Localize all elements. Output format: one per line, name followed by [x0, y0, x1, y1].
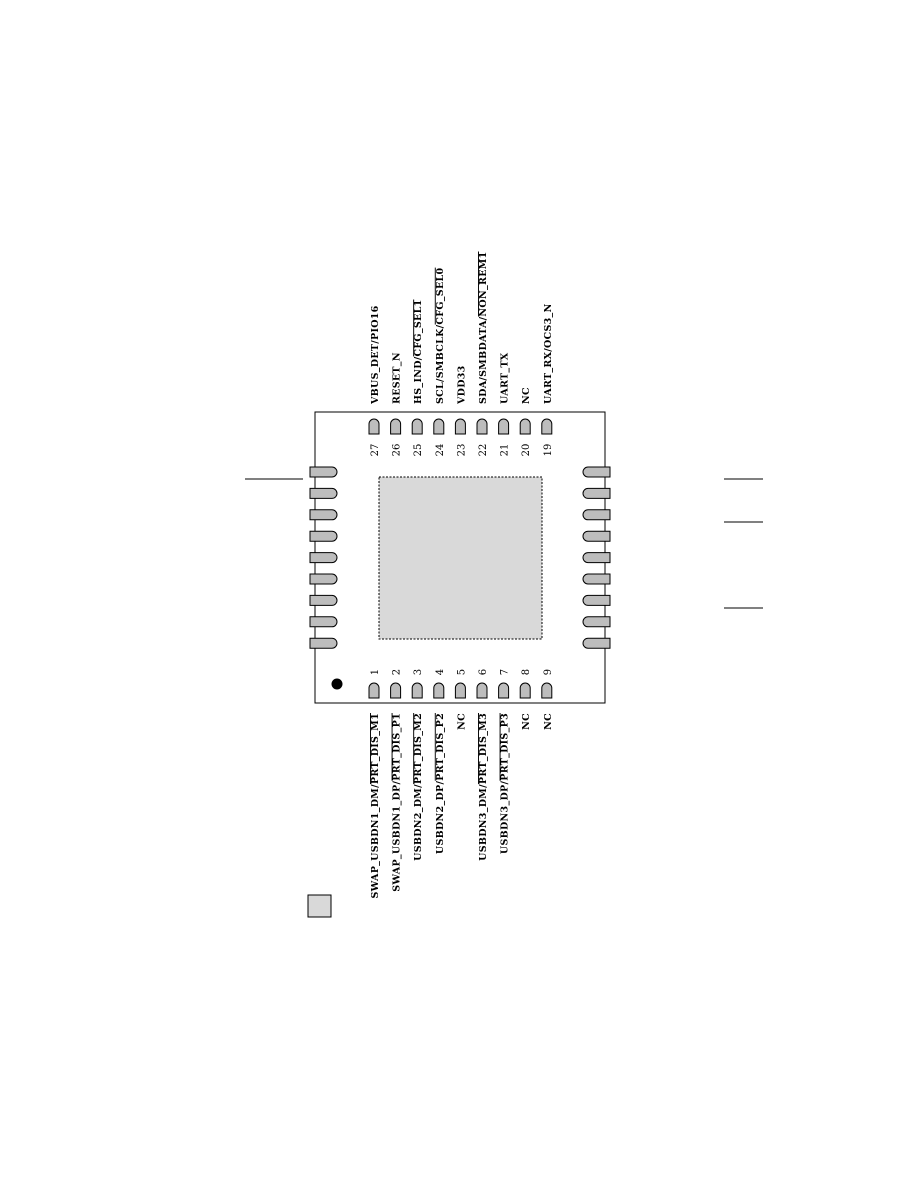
- pin-number: 20: [521, 444, 532, 457]
- pin-number: 5: [456, 669, 467, 675]
- bottom-pin-pad: [390, 682, 402, 699]
- bottom-pin-pad: [411, 682, 423, 699]
- right-pin-pad: [582, 552, 611, 564]
- pin-label: RESET_N: [392, 352, 403, 404]
- right-pin-pad: [582, 509, 611, 521]
- top-pin-pad: [433, 418, 445, 435]
- pin-label: USBDN3_DP/PRT_DIS_P3: [500, 713, 511, 854]
- pin-label: NC: [456, 713, 467, 730]
- pin-number: 24: [435, 444, 446, 457]
- pin-number: 22: [478, 444, 489, 457]
- right-pin-pad: [582, 466, 611, 478]
- right-pin-pad: [582, 487, 611, 499]
- pin-number: 3: [413, 669, 424, 675]
- pin-label: NC: [543, 713, 554, 730]
- pin-number: 19: [543, 444, 554, 457]
- left-pin-pad: [309, 466, 338, 478]
- left-pin-group: [309, 466, 338, 649]
- pin-number: 6: [478, 669, 489, 675]
- pin-number: 2: [392, 669, 403, 675]
- right-pin-pad: [582, 616, 611, 628]
- pin-label: USBDN2_DP/PRT_DIS_P2: [435, 713, 446, 854]
- pin-number: 23: [456, 444, 467, 457]
- bottom-pin-pad: [433, 682, 445, 699]
- top-pin-pad: [476, 418, 488, 435]
- pin-number: 25: [413, 444, 424, 457]
- right-pin-group: [582, 466, 611, 649]
- pin-number: 21: [500, 444, 511, 457]
- bottom-pin-pad: [454, 682, 466, 699]
- top-pin-pad: [498, 418, 510, 435]
- pin-label: SWAP_USBDN1_DM/PRT_DIS_M1: [370, 713, 381, 899]
- left-pin-pad: [309, 552, 338, 564]
- pin-label: USBDN2_DM/PRT_DIS_M2: [413, 713, 424, 861]
- pin-label: USBDN3_DM/PRT_DIS_M3: [478, 713, 489, 861]
- top-pin-pad: [411, 418, 423, 435]
- left-pin-pad: [309, 530, 338, 542]
- bottom-pin-pad: [476, 682, 488, 699]
- right-pin-pad: [582, 573, 611, 585]
- bottom-pin-pad: [368, 682, 380, 699]
- pin-label: SCL/SMBCLK/CFG_SEL0: [435, 268, 446, 404]
- pin-label: NC: [521, 387, 532, 404]
- left-pin-pad: [309, 637, 338, 649]
- legend-swatch-exposed-pad: [307, 894, 332, 918]
- pin-label: SWAP_USBDN1_DP/PRT_DIS_P1: [392, 713, 403, 892]
- exposed-pad: [378, 476, 543, 640]
- bottom-pin-pad: [519, 682, 531, 699]
- left-pin-pad: [309, 509, 338, 521]
- top-pin-pad: [368, 418, 380, 435]
- pin-label: HS_IND/CFG_SEL1: [413, 300, 424, 405]
- pin-label: UART_RX/OCS3_N: [543, 303, 554, 404]
- pin-number: 27: [370, 444, 381, 457]
- left-pin-pad: [309, 616, 338, 628]
- pin-number: 26: [392, 444, 403, 457]
- bottom-pin-pad: [498, 682, 510, 699]
- pin-label: VDD33: [456, 365, 467, 405]
- left-pin-pad: [309, 487, 338, 499]
- top-pin-group: 27 VBUS_DET/PIO16 26 RESET_N 25 HS_IND/CFG_SE…: [368, 252, 554, 457]
- left-pin-pad: [309, 594, 338, 606]
- top-pin-pad: [519, 418, 531, 435]
- top-pin-pad: [390, 418, 402, 435]
- right-pin-pad: [582, 637, 611, 649]
- pin-number: 4: [435, 669, 446, 675]
- left-pin-pad: [309, 573, 338, 585]
- pin-number: 1: [370, 669, 381, 675]
- right-pin-pad: [582, 594, 611, 606]
- pin-number: 8: [521, 669, 532, 675]
- pin-number: 9: [543, 669, 554, 675]
- pin1-marker: [331, 678, 343, 690]
- right-pin-pad: [582, 530, 611, 542]
- pin-number: 7: [500, 669, 511, 675]
- top-pin-pad: [454, 418, 466, 435]
- pin-label: UART_TX: [500, 352, 511, 404]
- pin-label: NC: [521, 713, 532, 730]
- top-pin-pad: [541, 418, 553, 435]
- bottom-pin-pad: [541, 682, 553, 699]
- pin-label: SDA/SMBDATA/NON_REM1: [478, 252, 489, 405]
- pin-label: VBUS_DET/PIO16: [370, 305, 381, 405]
